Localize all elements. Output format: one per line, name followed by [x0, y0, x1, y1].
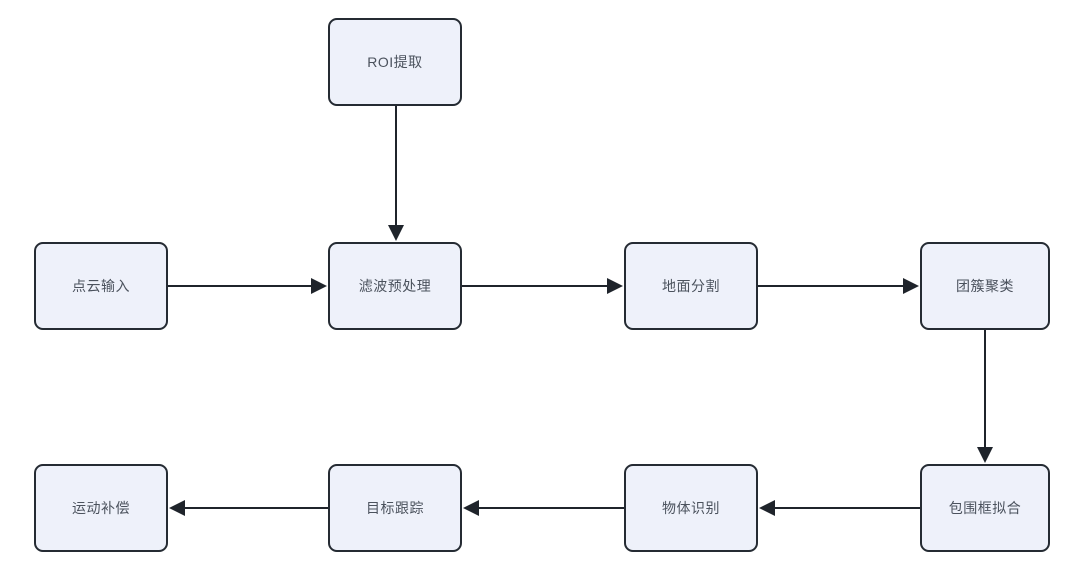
- node-label: 地面分割: [662, 277, 720, 294]
- edge-roi-to-filter: [388, 106, 404, 241]
- node-label: 目标跟踪: [366, 499, 424, 516]
- edge-input-to-filter: [168, 278, 327, 294]
- node-object-recognition[interactable]: 物体识别: [624, 464, 758, 552]
- edge-track-to-motion: [169, 500, 328, 516]
- node-label: ROI提取: [367, 53, 423, 70]
- edge-filter-to-ground: [462, 278, 623, 294]
- edge-ground-to-cluster: [758, 278, 919, 294]
- node-motion-compensation[interactable]: 运动补偿: [34, 464, 168, 552]
- node-label: 点云输入: [72, 277, 130, 294]
- node-bounding-box-fitting[interactable]: 包围框拟合: [920, 464, 1050, 552]
- edge-recognize-to-track: [463, 500, 624, 516]
- node-label: 物体识别: [662, 499, 720, 516]
- node-filter-preprocessing[interactable]: 滤波预处理: [328, 242, 462, 330]
- node-label: 包围框拟合: [948, 499, 1022, 516]
- node-cluster-clustering[interactable]: 团簇聚类: [920, 242, 1050, 330]
- node-ground-segmentation[interactable]: 地面分割: [624, 242, 758, 330]
- edge-bbox-to-recognize: [759, 500, 920, 516]
- node-point-cloud-input[interactable]: 点云输入: [34, 242, 168, 330]
- node-target-tracking[interactable]: 目标跟踪: [328, 464, 462, 552]
- edge-cluster-to-bbox: [977, 330, 993, 463]
- node-roi-extraction[interactable]: ROI提取: [328, 18, 462, 106]
- node-label: 团簇聚类: [956, 277, 1014, 294]
- node-label: 滤波预处理: [358, 277, 432, 294]
- node-label: 运动补偿: [72, 499, 130, 516]
